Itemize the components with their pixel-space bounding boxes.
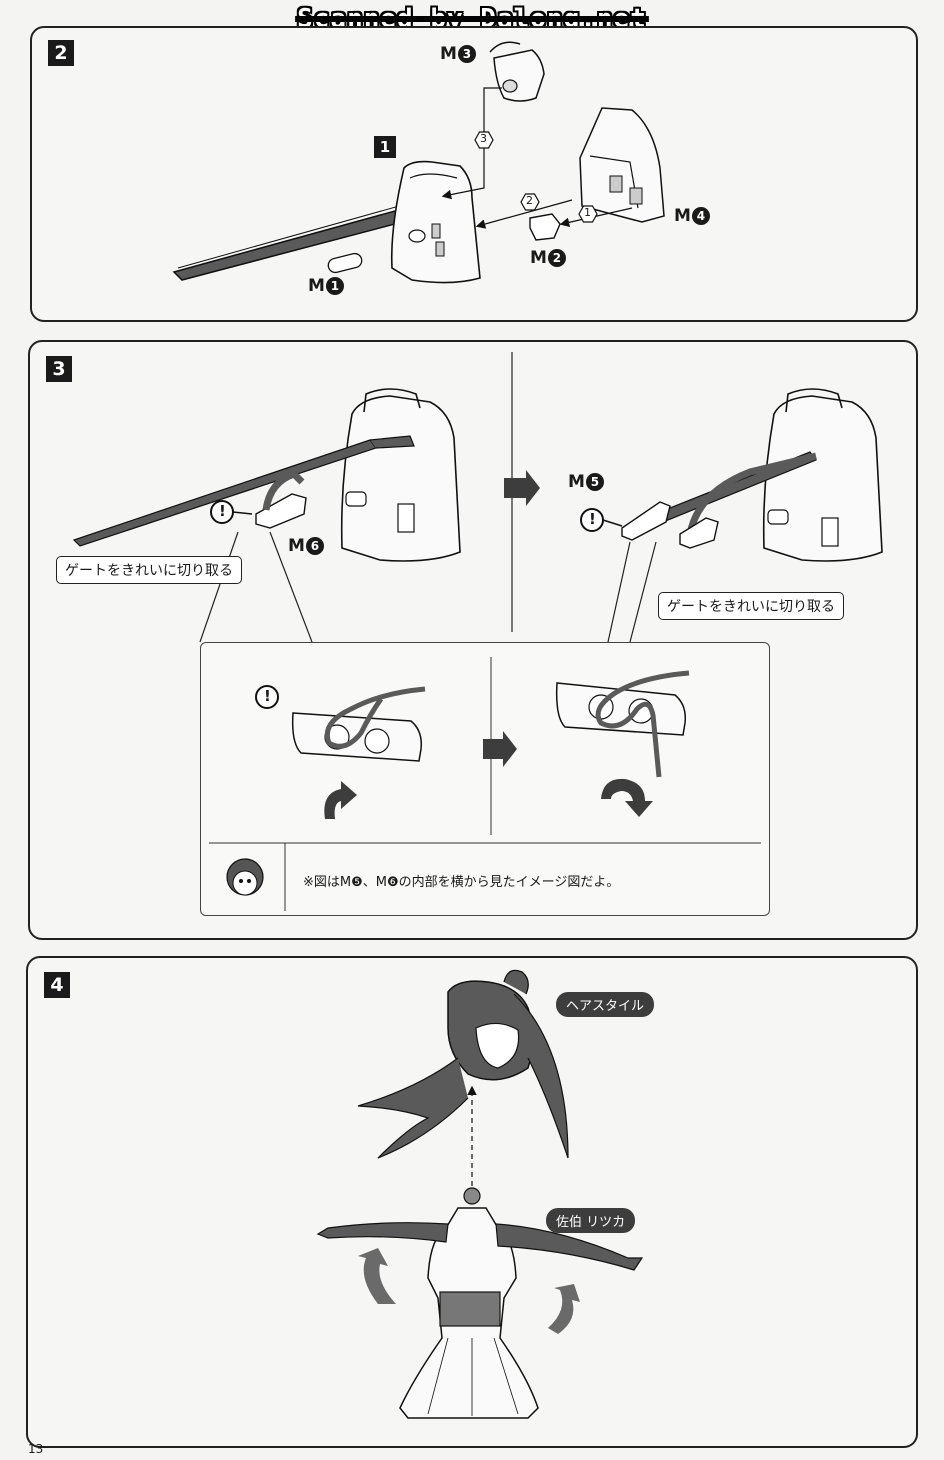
warning-mark-left: ! [219,502,226,520]
hair-rod-left [72,439,377,547]
order-marker-2 [520,193,540,211]
m6-part-right [679,517,719,549]
order-marker-3 [474,131,494,149]
m3-part [493,49,545,102]
step-number: 3 [46,356,72,382]
gate-callout-left: ゲートをきれいに切り取る [56,556,242,584]
detail-warning-mark: ! [264,687,271,705]
detail-box: ! ※図はM❺、M❻の内部を横から見たイメージ図だよ。 [200,642,770,916]
step-3-illustration [72,352,883,643]
step-4-panel: 4 ヘアスタイル 佐伯 リツカ [26,956,918,1448]
body-tag: 佐伯 リツカ [546,1208,636,1233]
m5-part [621,501,671,541]
transition-arrow [504,470,540,506]
m4-part [579,107,665,223]
stand-base [390,160,481,284]
order-label-3: 3 [480,132,487,145]
page-number: 13 [28,1442,44,1456]
m1-part [327,252,363,274]
hairstyle-tag: ヘアスタイル [556,992,655,1017]
m2-part [529,213,561,241]
m6-part [255,493,307,529]
detail-illustration [209,657,761,911]
stand-left [340,395,461,562]
order-label-1: 1 [584,206,591,219]
step-number: 2 [48,40,74,66]
step-2-panel: 2 1 [30,26,918,322]
order-label-2: 2 [526,194,533,207]
sub-step-number: 1 [374,136,396,158]
warning-mark-right: ! [589,510,596,528]
stand-right [762,395,883,562]
step-2-illustration [172,41,665,284]
note-text: ※図はM❺、M❻の内部を横から見たイメージ図だよ。 [303,875,620,890]
step-4-illustration [316,969,644,1419]
order-marker-1 [578,205,598,223]
step-number: 4 [44,972,70,998]
gate-callout-right: ゲートをきれいに切り取る [658,592,844,620]
